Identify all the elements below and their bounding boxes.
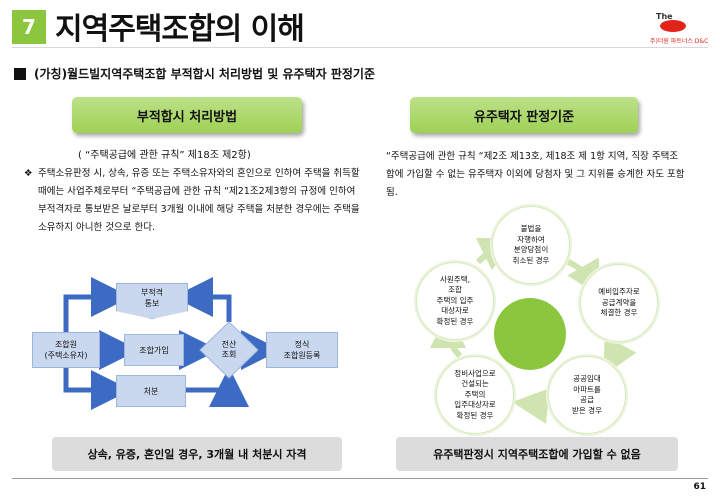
arrow-dispose-to-review xyxy=(186,367,249,407)
cycle-item-bottom-right: 공공임대 아파트를 공급 받은 경우 xyxy=(548,356,626,434)
left-body-paragraph: ❖ 주택소유판정 시, 상속, 유증 또는 주택소유자와의 혼인으로 인하여 주… xyxy=(24,165,364,237)
review-diamond xyxy=(199,321,259,379)
company-logo: The 주)더원 파트너스 D&C xyxy=(650,12,709,52)
flow-box-register: 정식 조합원등록 xyxy=(266,332,338,368)
flow-box-dispose: 처분 xyxy=(116,375,186,407)
page-title: 지역주택조합의 이해 xyxy=(55,12,305,47)
page-number: 61 xyxy=(693,482,706,492)
flow-review-label: 전산 조회 xyxy=(221,340,237,359)
section-number-badge: 7 xyxy=(12,10,46,44)
flow-join-label: 조합가입 xyxy=(139,345,169,355)
flow-box-owner: 조합원 (주택소유자) xyxy=(32,332,100,368)
footer-divider xyxy=(12,478,708,479)
cycle-item-left: 사원주택, 조합 주택의 입주 대상자로 확정된 경우 xyxy=(416,262,494,340)
cycle-item-right: 예비입주자로 공급계약을 체결한 경우 xyxy=(580,264,658,342)
arrow-review-to-notice xyxy=(173,277,232,322)
flow-box-notice: 부적격 통보 xyxy=(116,283,188,319)
logo-text-the: The xyxy=(656,12,673,21)
right-body-text: “주택공급에 관한 규칙 “제2조 제13호, 제18조 제 1항 지역, 직장… xyxy=(386,151,685,198)
logo-text-company: 주)더원 파트너스 D&C xyxy=(650,38,709,45)
flow-register-label: 정식 조합원등록 xyxy=(283,340,321,360)
arrow-owner-to-dispose xyxy=(63,368,131,410)
left-reference: ( “주택공급에 관한 규칙” 제18조 제2항) xyxy=(78,150,251,161)
flow-box-join: 조합가입 xyxy=(124,334,184,366)
section-subtitle: (가칭)월드빌지역주택조합 부적합시 처리방법 및 유주택자 판정기준 xyxy=(14,65,375,82)
subtitle-text: (가칭)월드빌지역주택조합 부적합시 처리방법 및 유주택자 판정기준 xyxy=(34,67,375,81)
left-summary-bar: 상속, 유증, 혼인일 경우, 3개월 내 처분시 자격 xyxy=(52,437,342,471)
right-heading-pill: 유주택자 판정기준 xyxy=(410,97,638,133)
diamond-bullet-icon: ❖ xyxy=(24,168,33,179)
cycle-item-bottom-left: 정비사업으로 건설되는 주택의 입주대상자로 확정된 경우 xyxy=(436,356,514,434)
flow-owner-label: 조합원 (주택소유자) xyxy=(44,340,88,360)
logo-mark-icon xyxy=(660,20,686,32)
left-body-text: 주택소유판정 시, 상속, 유증 또는 주택소유자와의 혼인으로 인하여 주택을… xyxy=(38,168,360,233)
flow-dispose-label: 처분 xyxy=(143,386,159,396)
title-divider xyxy=(12,47,708,48)
flow-notice-label: 부적격 통보 xyxy=(140,288,164,308)
left-heading-pill: 부적합시 처리방법 xyxy=(72,97,302,133)
square-bullet-icon xyxy=(14,67,26,80)
right-summary-bar: 유주택판정시 지역주택조합에 가입할 수 없음 xyxy=(396,437,678,471)
cycle-center-circle xyxy=(494,298,566,370)
cycle-item-top: 불법을 자행하여 분양당첨이 취소된 경우 xyxy=(492,206,570,284)
arrow-owner-to-notice xyxy=(63,277,131,332)
